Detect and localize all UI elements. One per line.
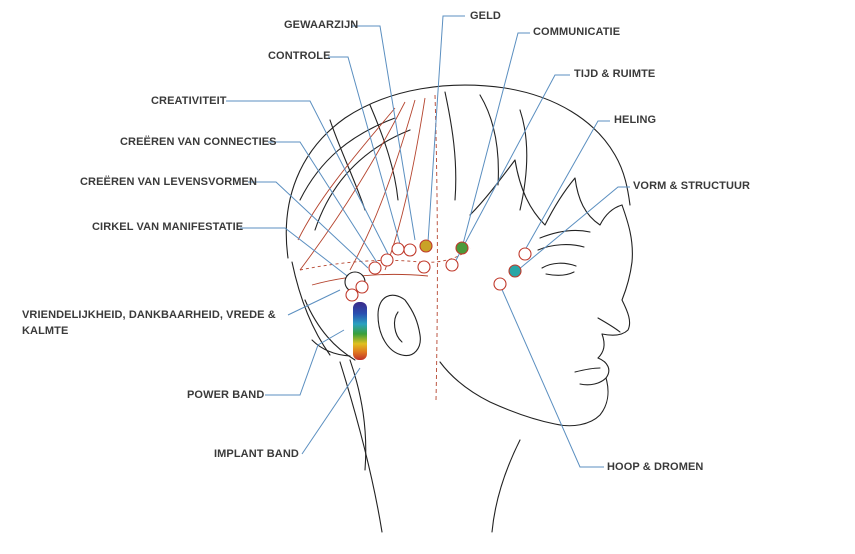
bangs — [539, 229, 591, 239]
hair-strand — [444, 91, 457, 201]
nose-bottom — [597, 317, 621, 333]
hair-strand — [479, 94, 499, 186]
hair-strand — [299, 117, 396, 201]
hair-strand — [314, 129, 411, 231]
leader-communicatie — [462, 32, 530, 245]
point-controle — [391, 242, 405, 256]
leader-tijd-ruimte — [454, 74, 570, 263]
lips — [579, 357, 610, 386]
label-creativiteit: CREATIVITEIT — [151, 95, 227, 107]
label-communicatie: COMMUNICATIE — [533, 26, 621, 38]
head-sketch — [285, 84, 633, 533]
point-kalmte — [345, 288, 359, 302]
jaw — [439, 361, 556, 425]
point-creativiteit — [380, 253, 394, 267]
point-hoop-dromen — [493, 277, 507, 291]
bangs — [469, 159, 623, 226]
chin — [554, 377, 609, 427]
point-connecties — [368, 261, 382, 275]
hair-strand — [369, 104, 399, 201]
label-heling: HELING — [614, 114, 657, 126]
point-tijd-ruimte — [417, 260, 431, 274]
leader-creeren-connecties — [268, 141, 379, 265]
hair-outline — [285, 84, 631, 259]
point-vorm-structuur — [508, 264, 522, 278]
point-communicatie-ring — [445, 258, 459, 272]
ear — [377, 294, 421, 357]
eye-lower — [545, 271, 575, 276]
label-hoop-dromen: HOOP & DROMEN — [607, 461, 704, 473]
leader-lines — [226, 15, 630, 468]
hair-lower — [349, 359, 367, 471]
back-hair — [304, 299, 356, 361]
leader-hoop-dromen — [499, 284, 604, 468]
mouth-line — [574, 367, 601, 373]
label-tijd-ruimte: TIJD & RUIMTE — [574, 68, 656, 80]
hair-strand — [519, 109, 528, 211]
leader-vriendelijkheid — [287, 289, 341, 316]
label-cirkel-manifestatie: CIRKEL VAN MANIFESTATIE — [92, 221, 244, 233]
ear-inner — [393, 311, 403, 343]
label-creeren-connecties: CREËREN VAN CONNECTIES — [120, 136, 277, 148]
leader-controle — [328, 56, 401, 245]
leader-creativiteit — [226, 100, 389, 255]
label-creeren-levensvormen: CREËREN VAN LEVENSVORMEN — [80, 176, 257, 188]
leader-power-band — [265, 329, 345, 396]
label-geld: GELD — [470, 10, 501, 22]
power-band — [353, 302, 367, 360]
label-power-band: POWER BAND — [187, 389, 265, 401]
label-controle: CONTROLE — [268, 50, 331, 62]
leader-implant-band — [301, 367, 361, 455]
leader-creeren-levensvormen — [248, 181, 369, 269]
label-implant-band: IMPLANT BAND — [214, 448, 299, 460]
leader-geld — [427, 15, 465, 243]
points — [344, 239, 532, 302]
leader-heling — [524, 120, 610, 251]
back-hair — [311, 339, 351, 357]
point-gewaarzijn — [403, 243, 417, 257]
back-hair — [291, 261, 331, 356]
leader-vorm-structuur — [517, 186, 630, 271]
point-communicatie — [455, 241, 469, 255]
leader-cirkel-manifestatie — [240, 227, 356, 283]
neck-back — [339, 361, 383, 533]
red-guide-lines — [297, 94, 471, 401]
label-vorm-structuur: VORM & STRUCTUUR — [633, 180, 751, 192]
brow — [537, 244, 585, 251]
face-profile — [601, 204, 633, 336]
neck-front — [491, 439, 521, 533]
eye-upper — [541, 262, 577, 269]
label-gewaarzijn: GEWAARZIJN — [284, 19, 359, 31]
upper-lip — [597, 333, 605, 359]
point-geld — [419, 239, 433, 253]
leader-gewaarzijn — [352, 25, 416, 241]
label-vriendelijkheid: VRIENDELIJKHEID, DANKBAARHEID, VREDE & K… — [22, 309, 276, 337]
point-manifestatie-small — [355, 280, 369, 294]
point-heling — [518, 247, 532, 261]
